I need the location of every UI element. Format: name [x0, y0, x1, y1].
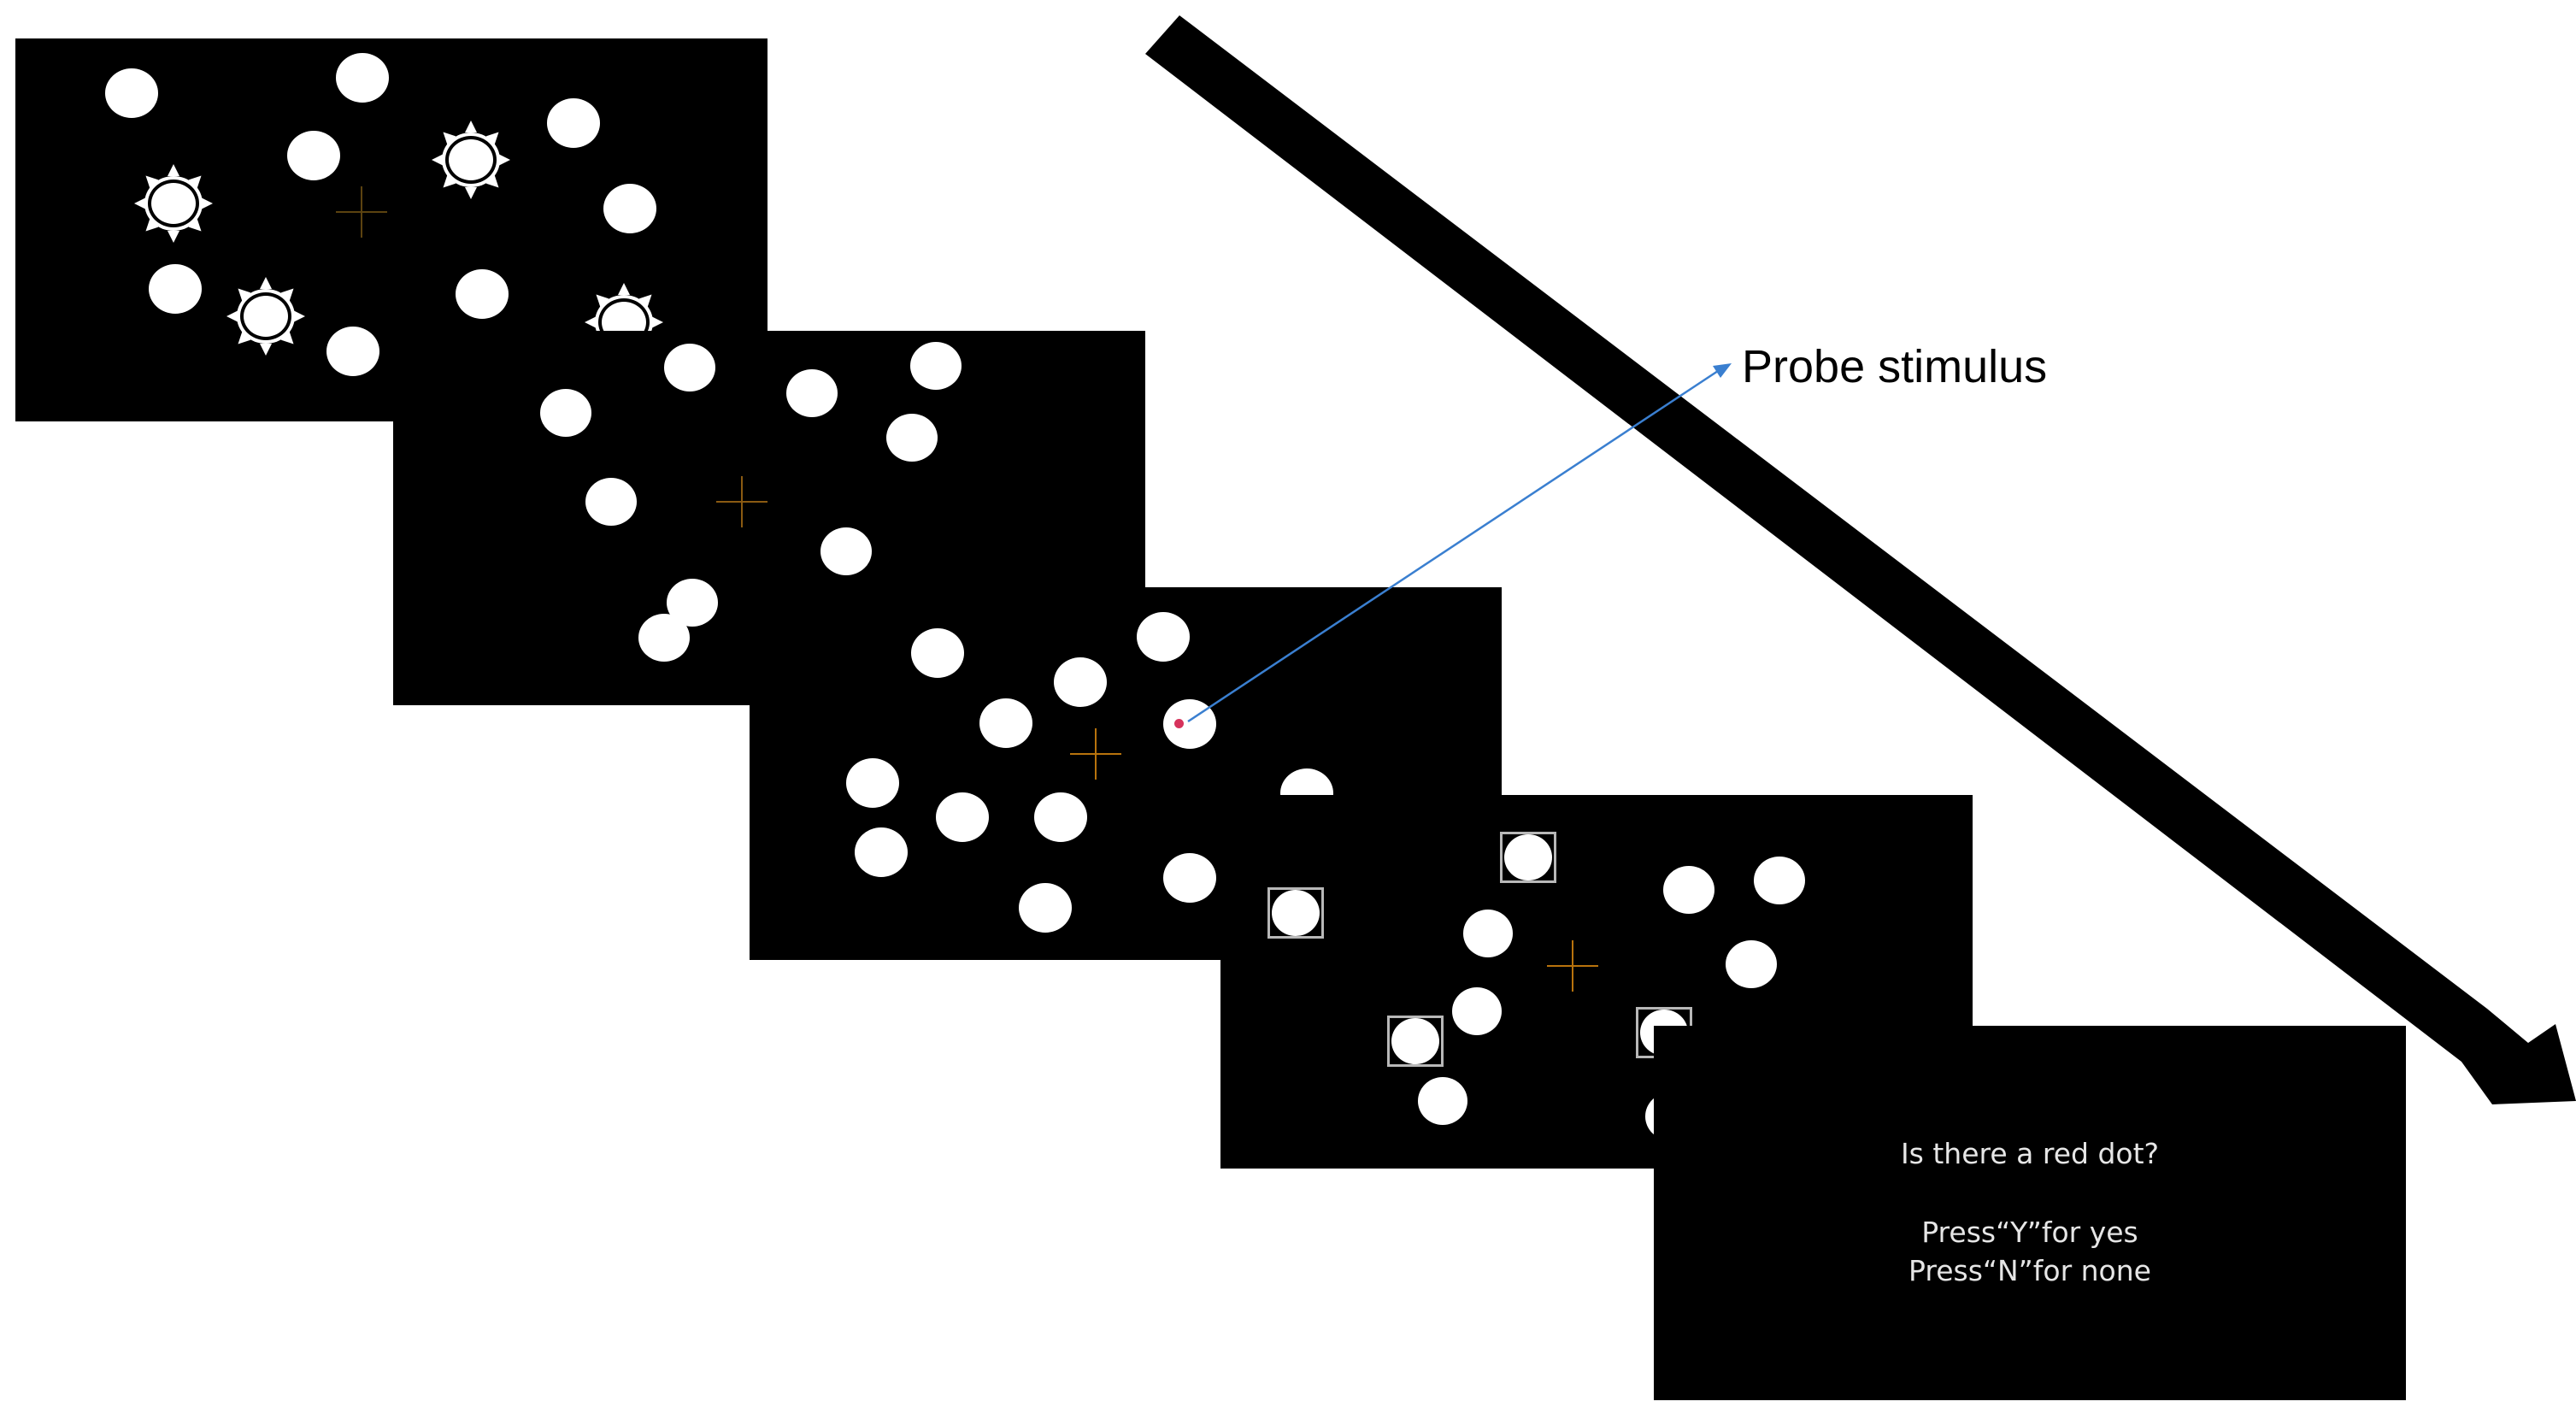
- probe-stimulus-label: Probe stimulus: [1742, 341, 2048, 392]
- stimulus-dot: [846, 758, 899, 808]
- cue-box-screen: [1220, 795, 1973, 1169]
- sun-core: [240, 292, 291, 340]
- stimulus-dot: [886, 414, 938, 462]
- stimulus-dot: [1137, 612, 1190, 662]
- stimulus-dot: [1663, 866, 1714, 914]
- sun-ray: [618, 283, 630, 295]
- instruction-no-text: Press“N”for none: [1908, 1254, 2151, 1287]
- stimulus-dot: [547, 98, 600, 148]
- stimulus-dot: [979, 698, 1032, 748]
- stimulus-dot: [456, 269, 509, 319]
- probe-pointer-arrowhead-icon: [1713, 363, 1732, 378]
- stimulus-dot: [1391, 1018, 1439, 1064]
- probe-pointer-line: [1187, 369, 1719, 723]
- stimulus-dot: [326, 327, 379, 376]
- stimulus-dot: [105, 68, 158, 118]
- sun-ray: [168, 164, 179, 176]
- sun-core: [445, 136, 497, 184]
- stimulus-dot: [1726, 940, 1777, 988]
- stimulus-dot: [1034, 792, 1087, 842]
- stimulus-dot: [585, 478, 637, 526]
- stimulus-dot: [1463, 910, 1513, 957]
- sun-ray: [465, 121, 477, 132]
- fixation-cross: [336, 186, 387, 238]
- cue-box: [1387, 1016, 1444, 1067]
- stimulus-dot: [1504, 834, 1552, 880]
- stimulus-dot: [1163, 853, 1216, 903]
- fixation-cross: [716, 476, 768, 527]
- sun-ray: [260, 277, 272, 289]
- stimulus-dot: [1272, 890, 1320, 936]
- stimulus-dot: [786, 369, 838, 417]
- stimulus-dot: [540, 389, 591, 437]
- stimulus-dot: [820, 527, 872, 575]
- stimulus-dot: [287, 131, 340, 180]
- cue-box: [1500, 832, 1556, 883]
- stimulus-dot: [603, 184, 656, 233]
- stimulus-dot: [1054, 657, 1107, 707]
- stimulus-dot: [664, 344, 715, 392]
- stimulus-dot: [855, 827, 908, 877]
- stimulus-dot: [1754, 857, 1805, 904]
- stimulus-dot: [910, 342, 962, 390]
- stimulus-dot: [1418, 1077, 1467, 1125]
- cue-screen: [15, 38, 768, 421]
- cue-box: [1267, 887, 1324, 939]
- stimulus-dot: [936, 792, 989, 842]
- response-screen: [1654, 1026, 2406, 1400]
- time-arrow-icon: [1145, 15, 2576, 1104]
- stimulus-dot: [638, 614, 690, 662]
- stimulus-dot: [1019, 883, 1072, 933]
- stimulus-dot: [1452, 987, 1502, 1035]
- red-dot-icon: [1174, 719, 1184, 728]
- fixation-cross: [1547, 940, 1598, 992]
- sun-core: [148, 180, 199, 227]
- stimulus-dot: [911, 628, 964, 678]
- stimulus-dot: [149, 264, 202, 314]
- question-text: Is there a red dot?: [1900, 1137, 2160, 1170]
- fixation-cross: [1070, 728, 1121, 780]
- stimulus-dot: [336, 53, 389, 103]
- instruction-yes-text: Press“Y”for yes: [1921, 1216, 2138, 1249]
